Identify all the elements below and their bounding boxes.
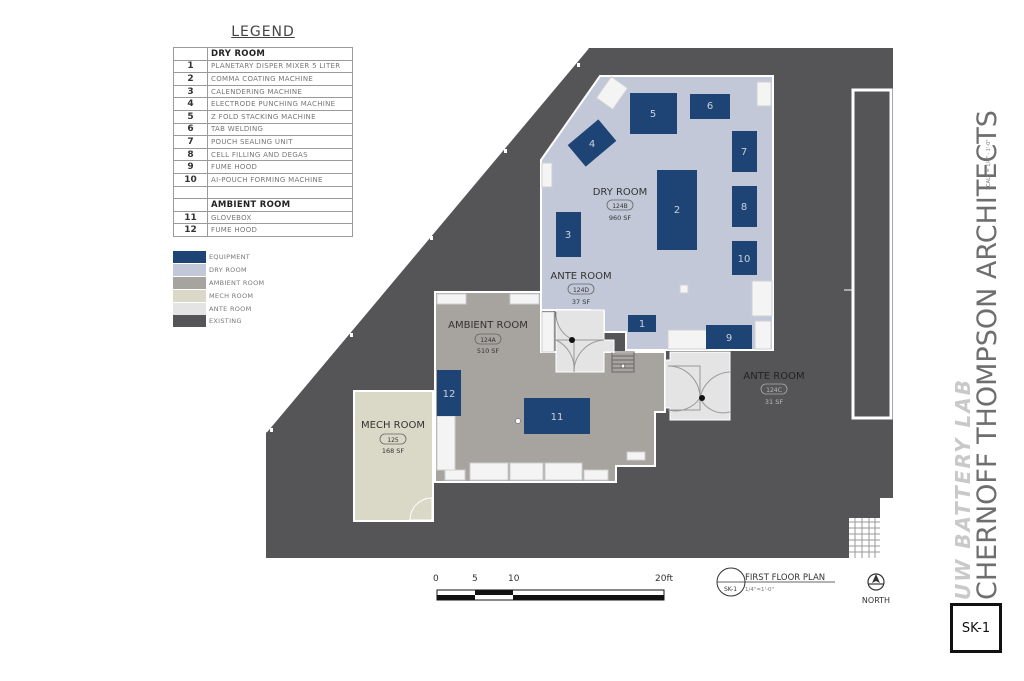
ambient-room-swatch bbox=[173, 276, 206, 289]
legend-section-header: AMBIENT ROOM bbox=[173, 198, 353, 212]
dry-room-area: 960 SF bbox=[609, 214, 632, 222]
equipment-7 bbox=[732, 131, 757, 172]
ante-room-124c-number: 124C bbox=[766, 387, 782, 394]
equipment-swatch bbox=[173, 251, 206, 264]
stair bbox=[849, 518, 880, 558]
equipment-10-label: 10 bbox=[738, 254, 751, 265]
existing-swatch bbox=[173, 315, 206, 328]
dry-room-number: 124B bbox=[612, 203, 628, 210]
equipment-5 bbox=[630, 93, 677, 134]
swatch-row: ANTE ROOM bbox=[173, 302, 264, 315]
ante-room-124c-name: ANTE ROOM bbox=[743, 371, 804, 382]
ambient-room-area: 510 SF bbox=[477, 347, 500, 355]
ante-room-swatch bbox=[173, 302, 206, 315]
mech-room bbox=[353, 390, 434, 522]
equipment bbox=[437, 93, 757, 434]
equipment-1-label: 1 bbox=[639, 319, 645, 330]
room-labels: DRY ROOM 124B 960 SF ANTE ROOM 124D 37 S… bbox=[361, 187, 805, 455]
mech-room-swatch bbox=[173, 289, 206, 302]
mech-room-area: 168 SF bbox=[382, 447, 405, 455]
north-label: NORTH bbox=[862, 596, 890, 605]
equipment-4 bbox=[567, 119, 617, 167]
scale-tick-0: 0 bbox=[433, 574, 439, 584]
swatch-row: DRY ROOM bbox=[173, 264, 264, 277]
scale-tick-20: 20ft bbox=[655, 574, 673, 584]
mech-room-name: MECH ROOM bbox=[361, 420, 425, 431]
swatch-row: EQUIPMENT bbox=[173, 251, 264, 264]
ante-room-124d-area: 37 SF bbox=[572, 298, 590, 306]
scale-tick-5: 5 bbox=[472, 574, 478, 584]
title-block-scale: SCALE = 1/4" - 1'-0" bbox=[986, 139, 992, 190]
mech-room-number: 125 bbox=[387, 437, 399, 444]
north-arrow: NORTH bbox=[862, 573, 890, 605]
scale-tick-10: 10 bbox=[508, 574, 520, 584]
equipment-11-label: 11 bbox=[551, 412, 564, 423]
equipment-1 bbox=[628, 315, 656, 332]
dry-room-name: DRY ROOM bbox=[593, 187, 648, 198]
equipment-3 bbox=[556, 212, 581, 257]
ambient-room-name: AMBIENT ROOM bbox=[448, 320, 528, 331]
equipment-8 bbox=[732, 186, 757, 227]
ante-room-124d-name: ANTE ROOM bbox=[550, 271, 611, 282]
plan-scale: 1/4"=1'-0" bbox=[745, 587, 774, 593]
equipment-5-label: 5 bbox=[650, 109, 656, 120]
equipment-9 bbox=[706, 325, 752, 349]
equipment-10 bbox=[732, 241, 757, 275]
equipment-8-label: 8 bbox=[741, 202, 747, 213]
equipment-3-label: 3 bbox=[565, 230, 571, 241]
ambient-fixtures bbox=[436, 293, 646, 481]
swatch-row: MECH ROOM bbox=[173, 289, 264, 302]
swatch-row: AMBIENT ROOM bbox=[173, 276, 264, 290]
equipment-6-label: 6 bbox=[707, 101, 713, 112]
plan-ref: SK-1 bbox=[724, 586, 737, 593]
color-key: EQUIPMENT DRY ROOM AMBIENT ROOM MECH ROO… bbox=[173, 251, 264, 328]
equipment-2-label: 2 bbox=[674, 205, 680, 216]
plan-title-text: FIRST FLOOR PLAN bbox=[745, 573, 825, 583]
ambient-room-number: 124A bbox=[480, 337, 496, 344]
plan-title: SK-1 FIRST FLOOR PLAN 1/4"=1'-0" bbox=[716, 567, 835, 597]
equipment-7-label: 7 bbox=[741, 147, 747, 158]
wall-markers bbox=[270, 63, 580, 432]
existing-corridor bbox=[851, 88, 893, 420]
equipment-9-label: 9 bbox=[726, 333, 732, 344]
dry-room-fixtures bbox=[541, 75, 773, 353]
equipment-numbers: 1 2 3 4 5 6 7 8 9 10 11 12 bbox=[443, 101, 751, 423]
swatch-row: EXISTING bbox=[173, 315, 264, 328]
access-stair bbox=[611, 351, 635, 373]
equipment-2 bbox=[657, 170, 697, 250]
equipment-12-label: 12 bbox=[443, 389, 456, 400]
equipment-4-label: 4 bbox=[589, 139, 595, 150]
dry-room-swatch bbox=[173, 264, 206, 277]
legend-title: LEGEND bbox=[231, 24, 295, 40]
diagonal-wall bbox=[265, 47, 589, 433]
ambient-room bbox=[434, 291, 666, 483]
ante-room-124d-number: 124D bbox=[573, 287, 589, 294]
equipment-11 bbox=[524, 398, 590, 434]
sheet-number: SK-1 bbox=[950, 603, 1002, 653]
equipment-6 bbox=[690, 94, 730, 119]
ante-room-124c-area: 31 SF bbox=[765, 398, 783, 406]
equipment-12 bbox=[437, 370, 461, 416]
scale-bar: 0 5 10 20ft bbox=[433, 574, 673, 601]
